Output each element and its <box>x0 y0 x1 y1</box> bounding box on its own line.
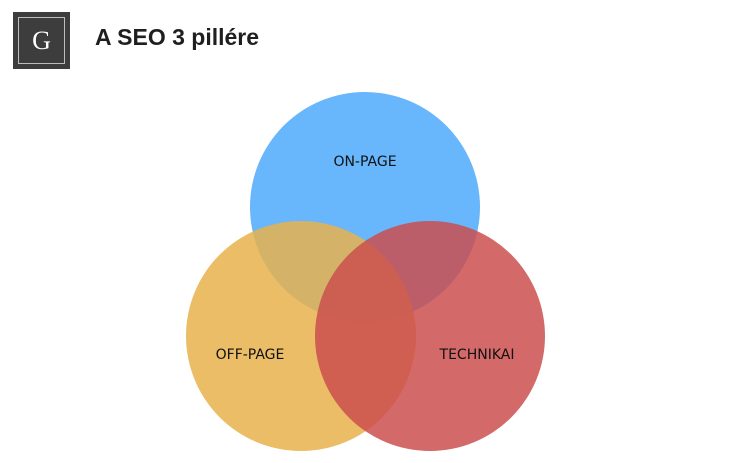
label-technical: TECHNIKAI <box>439 347 515 363</box>
venn-circle-technical <box>315 221 545 451</box>
logo: G <box>13 12 70 69</box>
logo-letter: G <box>32 25 51 55</box>
logo-frame <box>18 17 65 64</box>
page-title: A SEO 3 pillére <box>95 24 260 50</box>
label-off-page: OFF-PAGE <box>216 347 285 363</box>
label-on-page: ON-PAGE <box>333 154 396 170</box>
